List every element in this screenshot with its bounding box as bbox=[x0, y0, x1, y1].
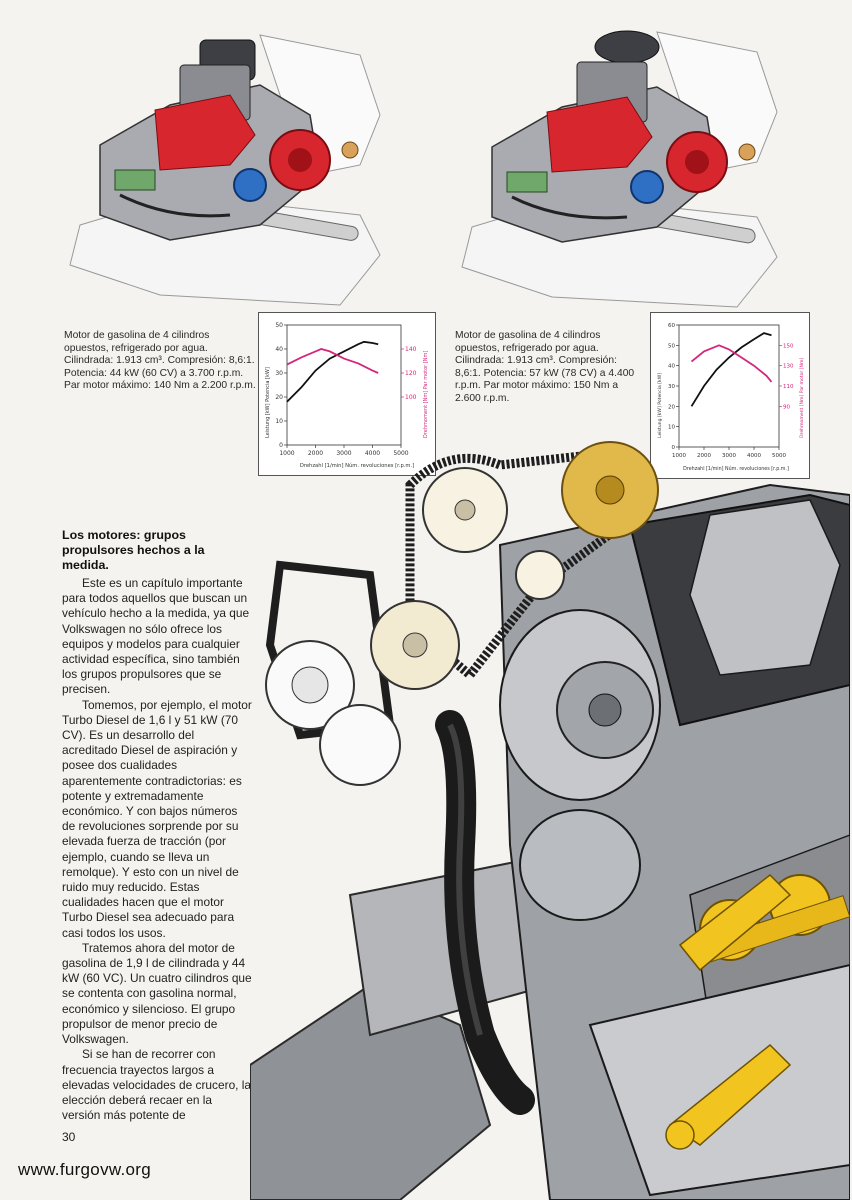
article-paragraph-1: Este es un capítulo importante para todo… bbox=[62, 576, 250, 697]
turbo-diesel-engine-cutaway-illustration bbox=[250, 441, 850, 1200]
x-tick-label: 3000 bbox=[722, 453, 736, 459]
chart-right-y-axis-label: Leistung [kW] Potencia [kW] bbox=[657, 373, 663, 438]
x-tick-label: 5000 bbox=[393, 450, 408, 457]
chart-left-y2-axis-label: Drehmoment [Nm] Par motor [Nm] bbox=[423, 351, 429, 438]
performance-chart-left-svg: 1000 2000 3000 4000 5000 0 10 20 30 40 50 100 120 1… bbox=[265, 322, 429, 469]
y-tick-label: 40 bbox=[275, 346, 283, 353]
torque-curve-left bbox=[286, 348, 379, 374]
y2-tick-label: 90 bbox=[783, 404, 790, 410]
y-tick-label: 50 bbox=[668, 343, 675, 349]
article-heading: Los motores: grupos propulsores hechos a… bbox=[62, 528, 205, 572]
chart-left-y-axis-label: Leistung [kW] Potencia [kW] bbox=[265, 367, 271, 438]
y-tick-label: 10 bbox=[668, 425, 675, 431]
page-number: 30 bbox=[62, 1130, 76, 1144]
y2-tick-label: 140 bbox=[405, 346, 417, 353]
x-tick-label: 5000 bbox=[772, 453, 786, 459]
y2-tick-label: 100 bbox=[405, 394, 417, 401]
y-tick-label: 60 bbox=[668, 323, 675, 329]
x-tick-label: 2000 bbox=[697, 453, 711, 459]
article-column: Los motores: grupos propulsores hechos a… bbox=[62, 528, 252, 1123]
performance-chart-right-svg: 1000 2000 3000 4000 5000 0 10 20 30 40 50 60 90 110… bbox=[657, 323, 805, 472]
y-tick-label: 10 bbox=[275, 418, 283, 425]
engine-caption-right: Motor de gasolina de 4 cilindros opuesto… bbox=[455, 330, 635, 404]
x-tick-label: 4000 bbox=[747, 453, 761, 459]
y2-tick-label: 110 bbox=[783, 384, 794, 390]
y-tick-label: 0 bbox=[672, 445, 676, 451]
article-paragraph-3: Tratemos ahora del motor de gasolina de … bbox=[62, 940, 252, 1047]
power-curve-left bbox=[286, 340, 379, 403]
x-tick-label: 3000 bbox=[336, 450, 351, 457]
y-tick-label: 20 bbox=[275, 394, 283, 401]
y-tick-label: 0 bbox=[279, 442, 283, 449]
boxer-engine-illustration-left bbox=[69, 34, 381, 306]
torque-curve-right bbox=[690, 344, 773, 383]
chart-left-x-axis-label: Drehzahl [1/min] Núm. revoluciones [r.p.… bbox=[300, 462, 414, 469]
performance-chart-left: 1000 2000 3000 4000 5000 0 10 20 30 40 50 100 120 1… bbox=[258, 312, 436, 476]
chart-right-y2-axis-label: Drehmoment [Nm] Par motor [Nm] bbox=[799, 358, 805, 438]
article-paragraph-4: Si se han de recorrer con frecuencia tra… bbox=[62, 1047, 252, 1123]
performance-chart-right: 1000 2000 3000 4000 5000 0 10 20 30 40 50 60 90 110… bbox=[650, 312, 810, 479]
y-tick-label: 50 bbox=[275, 322, 283, 329]
article-paragraph-2: Tomemos, por ejemplo, el motor Turbo Die… bbox=[62, 697, 252, 940]
x-tick-label: 1000 bbox=[672, 453, 686, 459]
chart-right-x-axis-label: Drehzahl [1/min] Núm. revoluciones [r.p.… bbox=[683, 465, 789, 472]
y2-tick-label: 150 bbox=[783, 343, 794, 349]
x-tick-label: 4000 bbox=[365, 450, 380, 457]
y-tick-label: 40 bbox=[668, 364, 675, 370]
boxer-engine-illustration-right bbox=[461, 30, 778, 308]
x-tick-label: 2000 bbox=[308, 450, 323, 457]
y2-tick-label: 120 bbox=[405, 370, 417, 377]
y2-tick-label: 130 bbox=[783, 364, 794, 370]
y-tick-label: 30 bbox=[275, 370, 283, 377]
engine-caption-left: Motor de gasolina de 4 cilindros opuesto… bbox=[64, 330, 256, 392]
site-watermark: www.furgovw.org bbox=[18, 1160, 151, 1179]
y-tick-label: 20 bbox=[668, 404, 675, 410]
x-tick-label: 1000 bbox=[279, 450, 294, 457]
y-tick-label: 30 bbox=[668, 384, 675, 390]
